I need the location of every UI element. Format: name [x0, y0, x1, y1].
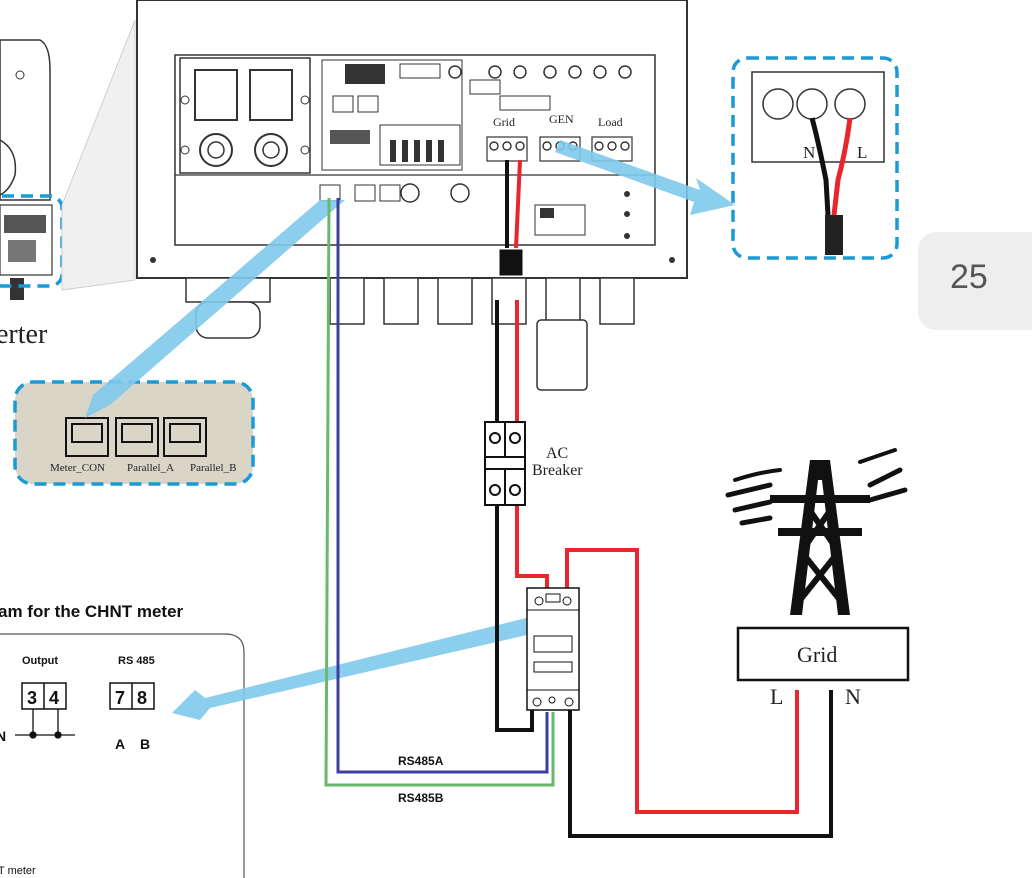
cable-detail-highlight	[731, 56, 899, 260]
meter-panel-frame	[0, 633, 245, 878]
breaker-label-line1: AC	[546, 445, 568, 462]
inverter-label: erter	[0, 319, 48, 350]
cable-l-label: L	[857, 143, 867, 162]
terminal-3: 3	[27, 688, 37, 708]
grid-box-label: Grid	[797, 642, 837, 667]
power-tower-icon	[725, 448, 908, 615]
cable-n-label: N	[803, 143, 815, 162]
meter-n-label: N	[0, 728, 6, 744]
grid-n-label: N	[845, 684, 861, 709]
terminal-label-load: Load	[598, 115, 623, 129]
chnt-meter	[526, 587, 580, 711]
inverter-thumbnail	[0, 39, 53, 300]
wire-label-rs485a: RS485A	[398, 754, 444, 768]
terminal-8: 8	[137, 688, 147, 708]
ac-breaker	[484, 421, 526, 506]
rs485-b-label: B	[140, 736, 150, 752]
zoom-cone	[61, 19, 136, 291]
cable-glands	[185, 277, 635, 391]
callout-arrows	[85, 140, 735, 720]
cable-detail	[751, 71, 885, 255]
output-leads	[15, 709, 75, 739]
grid-box	[736, 626, 910, 682]
wires	[324, 159, 833, 838]
meter-panel-title: am for the CHNT meter	[0, 602, 184, 621]
page-number: 25	[950, 258, 988, 296]
rs485-label: RS 485	[118, 655, 155, 667]
rj45-ports	[65, 417, 207, 457]
breaker-label-line2: Breaker	[532, 462, 583, 479]
port-label-meter-con: Meter_CON	[50, 462, 105, 474]
grid-l-label: L	[770, 684, 783, 709]
inverter-panel	[136, 0, 688, 279]
port-label-parallel-b: Parallel_B	[190, 462, 236, 474]
wire-label-rs485b: RS485B	[398, 791, 444, 805]
rs485-a-label: A	[115, 736, 125, 752]
terminal-label-grid: Grid	[493, 115, 515, 129]
output-label: Output	[22, 655, 58, 667]
terminal-4: 4	[49, 688, 59, 708]
page-number-badge	[918, 232, 1032, 330]
port-label-parallel-a: Parallel_A	[127, 462, 174, 474]
terminal-7: 7	[115, 688, 125, 708]
terminal-label-gen: GEN	[549, 112, 574, 126]
meter-footer: T meter	[0, 865, 36, 877]
